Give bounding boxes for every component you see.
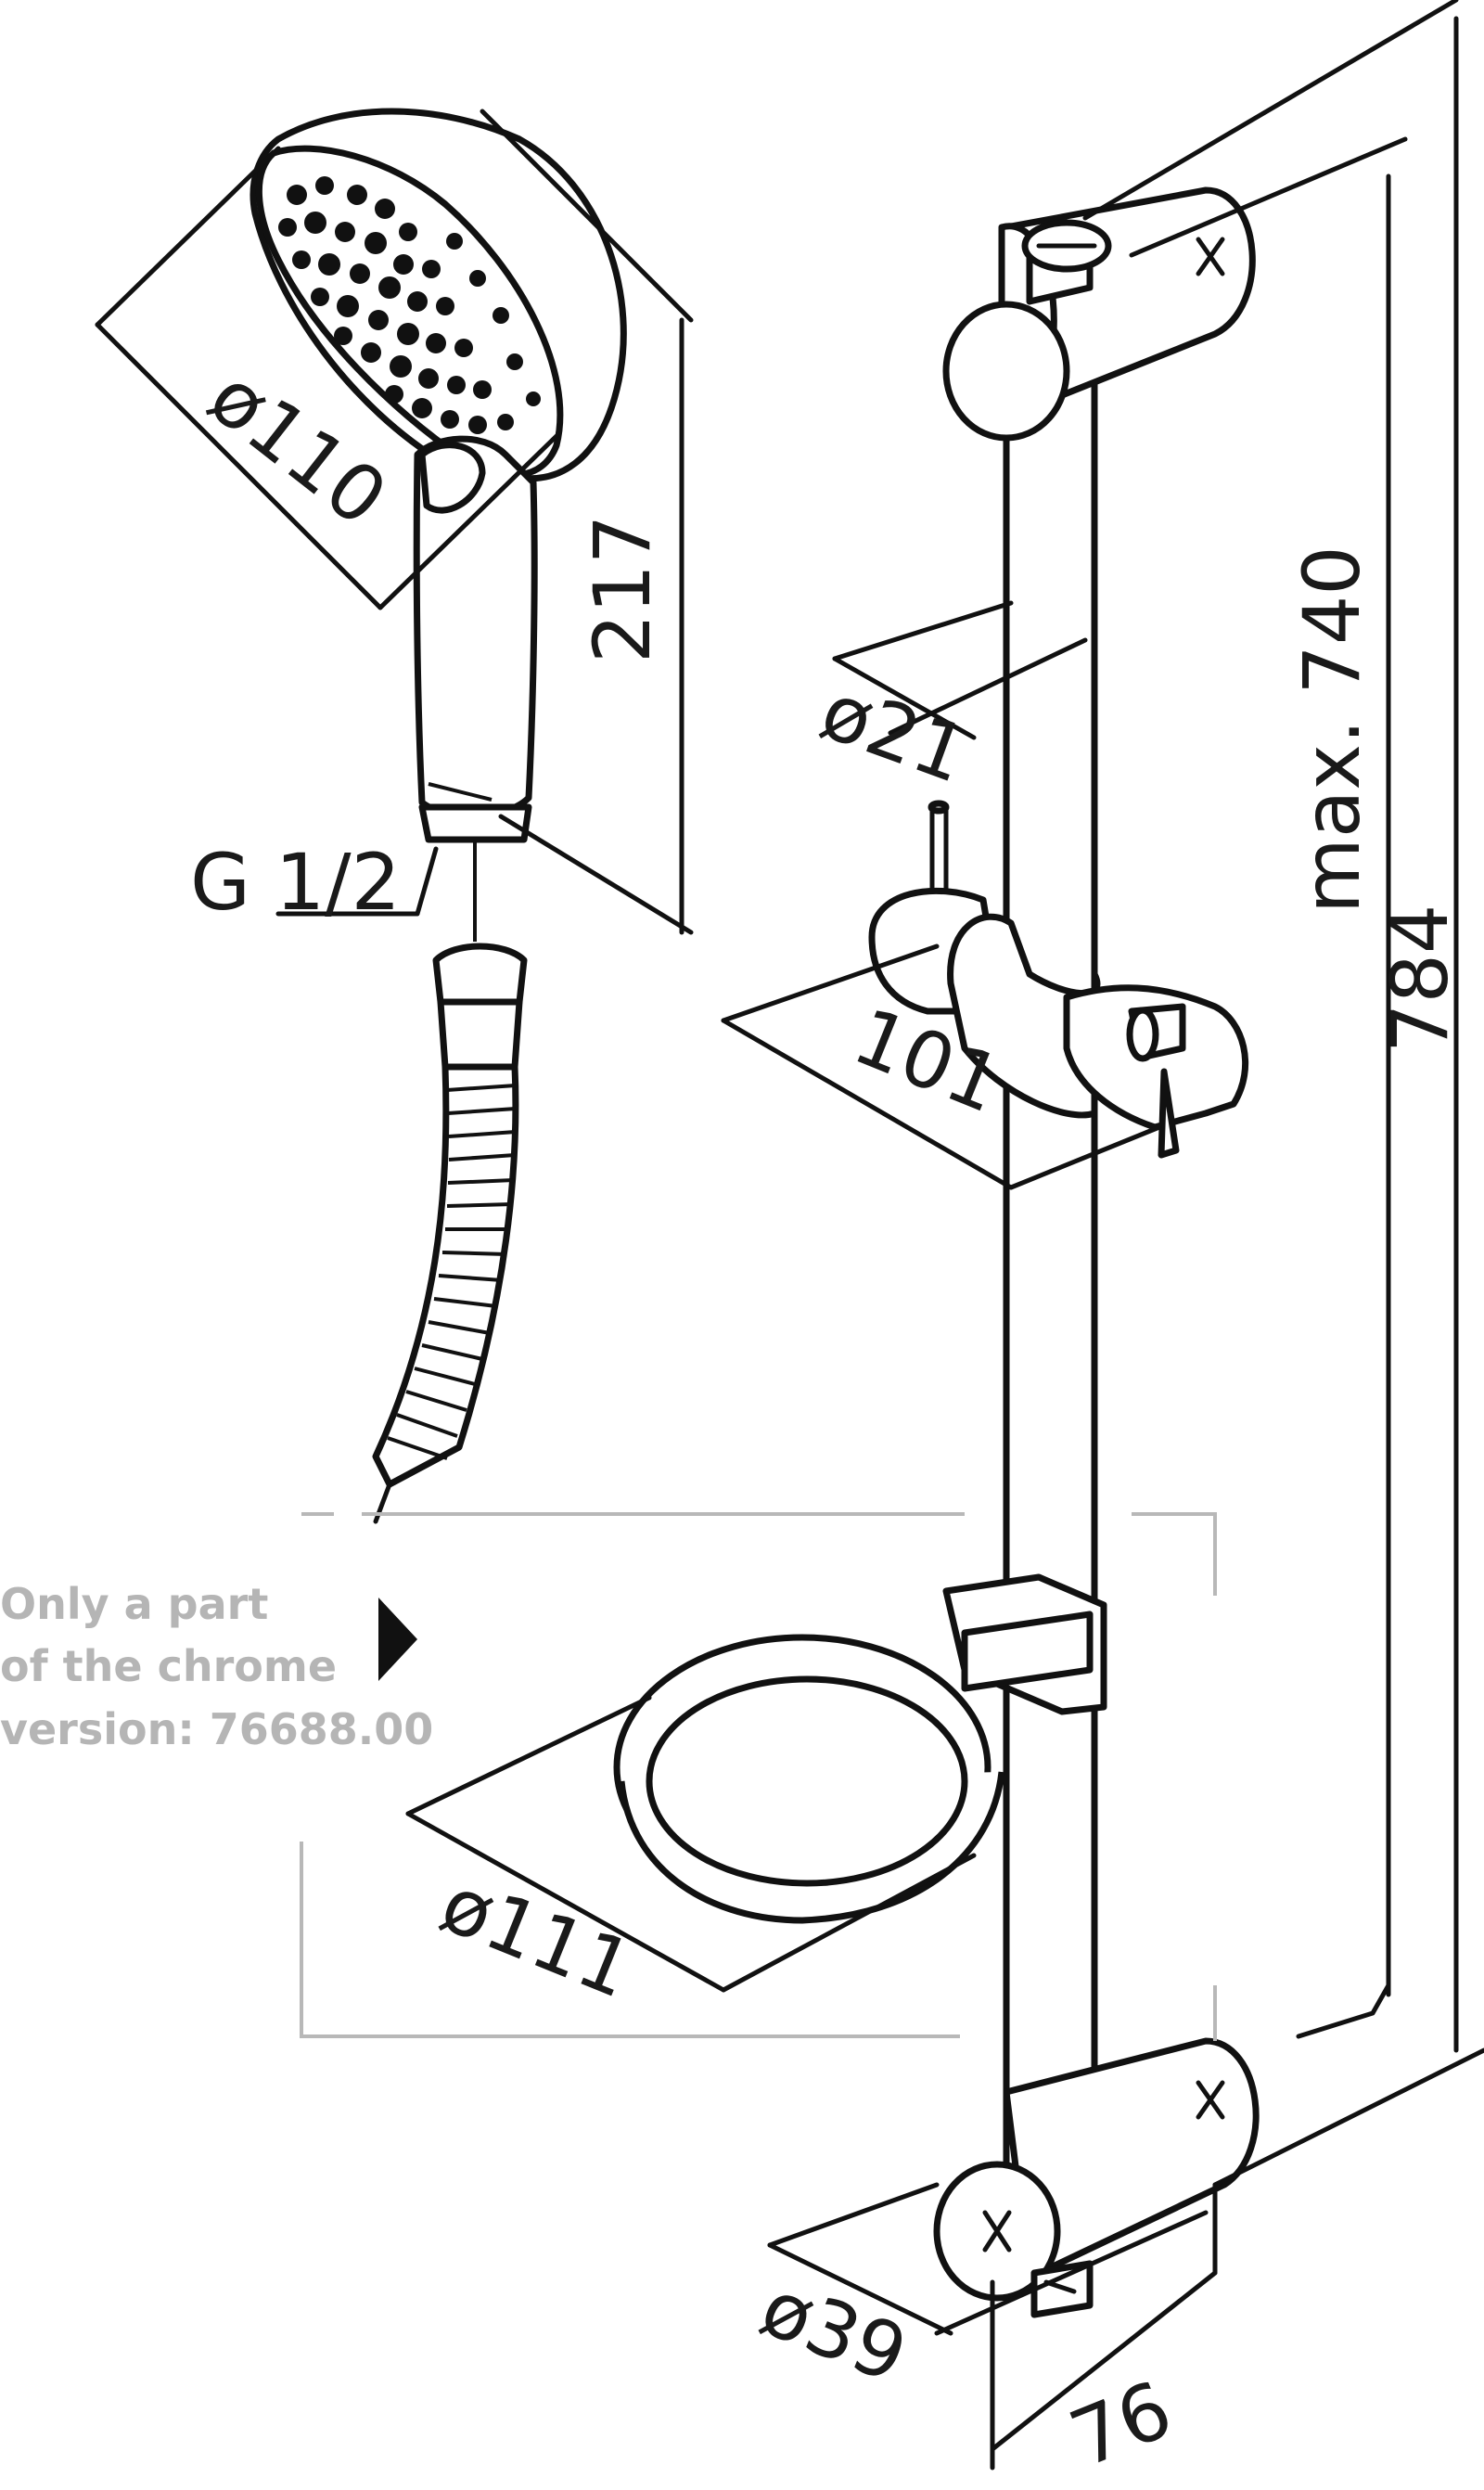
total-height-label: 784: [1375, 905, 1465, 1053]
dimension-lines-soap-dish: [405, 1695, 977, 1993]
bottom-wall-bracket: [933, 2037, 1260, 2318]
soap-dish-diameter-label: ø111: [429, 1858, 646, 2016]
triangle-right-icon: [378, 1598, 417, 1681]
hand-shower: [249, 108, 627, 843]
note-line-3: version: 76688.00: [0, 1704, 433, 1754]
chrome-version-frame: [300, 1512, 1217, 2041]
note-line-1: Only a part: [0, 1579, 268, 1629]
note-line-2: of the chrome: [0, 1641, 337, 1691]
nozzle-pattern: [278, 176, 541, 434]
soap-dish: [613, 1573, 1107, 1924]
screw-icon: [1196, 237, 1225, 276]
top-wall-bracket: [942, 186, 1256, 442]
bracket-diameter-label: ø39: [749, 2262, 919, 2401]
slider-holder: [868, 800, 1249, 1159]
max-height-label: max. 740: [1286, 545, 1377, 914]
dimension-lines-hand-shower: [95, 109, 694, 935]
rail-diameter-label: ø21: [810, 665, 979, 801]
chrome-version-note: Only a part of the chrome version: 76688…: [0, 1579, 433, 1754]
shower-hose: [372, 840, 528, 1524]
length-label-217: 217: [577, 515, 668, 663]
shower-rail: [1003, 349, 1098, 2221]
dimension-lines-rail: [721, 0, 1484, 2471]
thread-label: G 1/2: [190, 837, 401, 928]
